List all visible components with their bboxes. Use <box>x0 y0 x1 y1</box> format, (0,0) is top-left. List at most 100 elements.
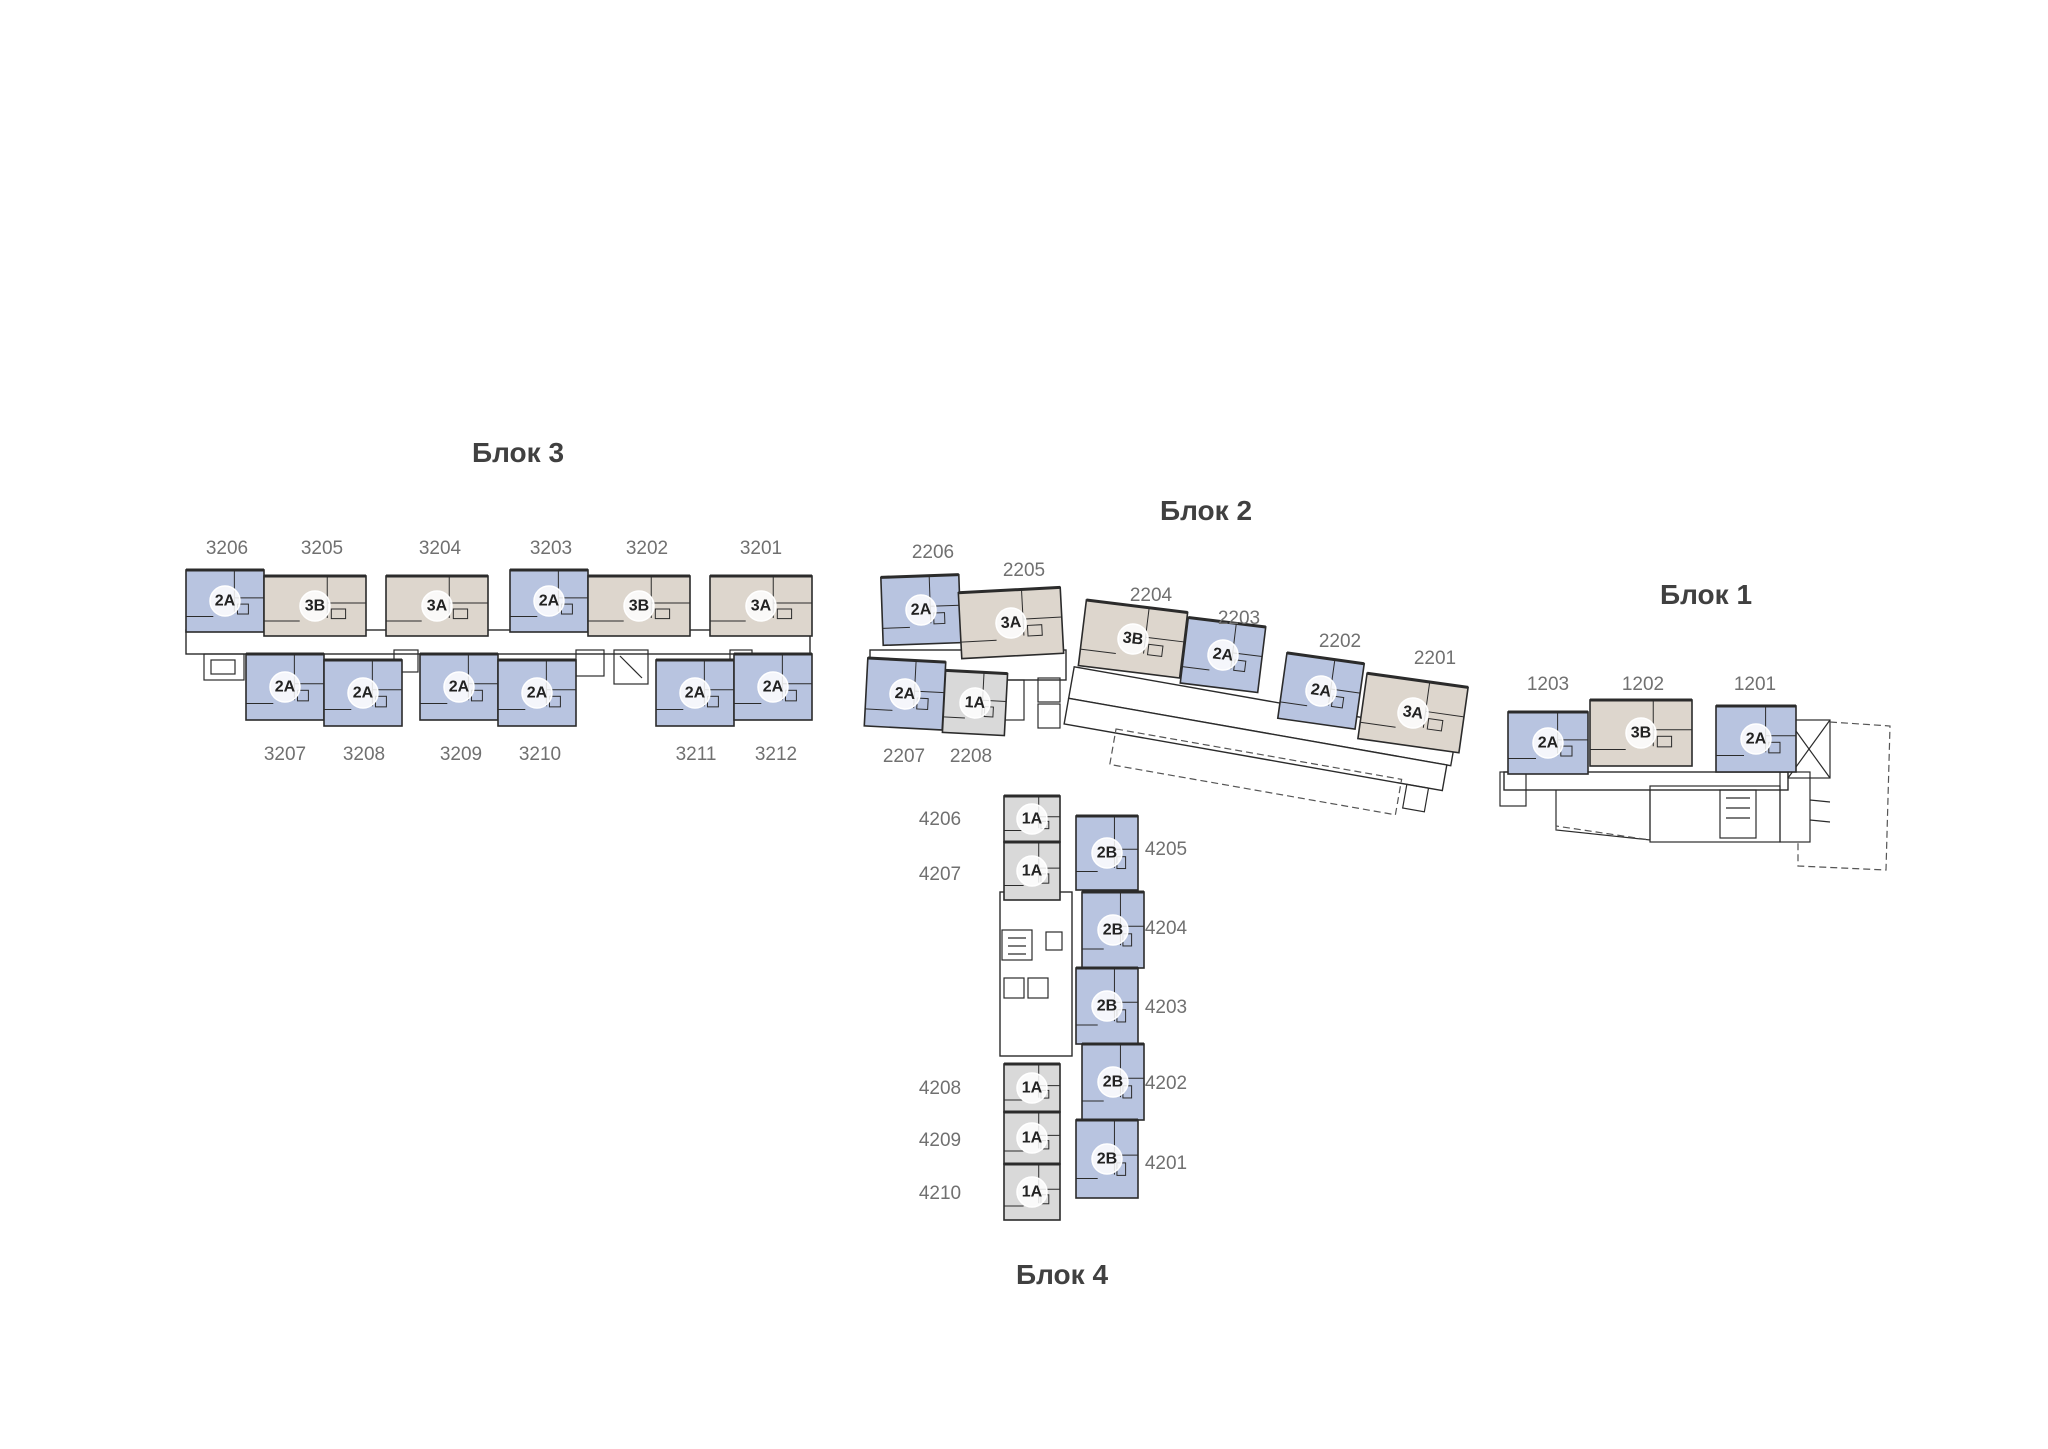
apartment-unit-3211[interactable]: 2A <box>655 658 735 727</box>
unit-type-badge <box>1397 697 1429 729</box>
apartment-number-2207: 2207 <box>883 746 925 767</box>
bathroom-fixture <box>654 608 671 620</box>
unit-wall <box>1366 671 1469 689</box>
apartment-unit-2206[interactable]: 2A <box>880 573 962 647</box>
apartment-number-4206: 4206 <box>919 809 961 830</box>
unit-type-badge <box>209 585 241 617</box>
apartment-unit-3205[interactable]: 3B <box>263 574 367 637</box>
block-4-title: Блок 4 <box>1016 1259 1108 1290</box>
apartment-number-3212: 3212 <box>755 744 797 765</box>
apartment-number-2206: 2206 <box>912 542 954 563</box>
apartment-unit-2202[interactable]: 2A <box>1276 651 1366 731</box>
apartment-unit-4209[interactable]: 1A <box>1003 1110 1061 1165</box>
apartment-unit-4204[interactable]: 2B <box>1081 890 1145 969</box>
apartment-number-4209: 4209 <box>919 1130 961 1151</box>
apartment-unit-3203[interactable]: 2A <box>509 568 589 633</box>
unit-wall <box>867 656 946 664</box>
apartment-number-3209: 3209 <box>440 744 482 765</box>
apartment-unit-4202[interactable]: 2B <box>1081 1042 1145 1121</box>
apartment-unit-3206[interactable]: 2A <box>185 568 265 633</box>
apartment-unit-3202[interactable]: 3B <box>587 574 691 637</box>
apartment-number-3208: 3208 <box>343 744 385 765</box>
unit-type-label: 2B <box>1097 998 1117 1015</box>
unit-type-label: 2A <box>215 593 236 610</box>
apartment-unit-1202[interactable]: 3B <box>1589 698 1693 767</box>
apartment-unit-4207[interactable]: 1A <box>1003 840 1061 901</box>
unit-type-badge <box>679 677 711 709</box>
bathroom-fixture <box>1146 643 1164 658</box>
unit-type-label: 2B <box>1097 845 1117 862</box>
apartment-unit-3207[interactable]: 2A <box>245 652 325 721</box>
unit-type-label: 1A <box>1022 811 1043 828</box>
unit-type-badge <box>1305 675 1337 707</box>
unit-type-badge <box>1625 717 1657 749</box>
apartment-unit-2207[interactable]: 2A <box>863 656 947 731</box>
unit-type-badge <box>1091 837 1123 869</box>
apartment-number-2204: 2204 <box>1130 585 1173 606</box>
apartment-unit-1203[interactable]: 2A <box>1507 710 1589 775</box>
apartment-unit-4203[interactable]: 2B <box>1075 966 1139 1045</box>
unit-type-label: 3B <box>629 598 649 615</box>
apartment-unit-4208[interactable]: 1A <box>1003 1062 1061 1113</box>
unit-type-label: 2B <box>1097 1151 1117 1168</box>
unit-type-badge <box>443 671 475 703</box>
apartment-number-1203: 1203 <box>1527 674 1569 695</box>
block-1-structure <box>1499 719 1891 871</box>
apartment-number-2203: 2203 <box>1218 608 1260 629</box>
unit-type-label: 2A <box>894 685 916 703</box>
apartment-unit-3212[interactable]: 2A <box>733 652 813 721</box>
unit-type-label: 2A <box>1746 731 1767 748</box>
apartment-unit-2205[interactable]: 3A <box>957 585 1065 660</box>
block-2-title: Блок 2 <box>1160 495 1252 526</box>
unit-type-label: 2B <box>1103 1074 1123 1091</box>
apartment-unit-4210[interactable]: 1A <box>1003 1162 1061 1221</box>
apartment-number-1201: 1201 <box>1734 674 1776 695</box>
unit-type-label: 3A <box>1000 614 1022 632</box>
unit-type-badge <box>1016 1072 1048 1104</box>
unit-partition <box>865 708 893 711</box>
unit-type-badge <box>1091 1143 1123 1175</box>
unit-type-badge <box>1016 855 1048 887</box>
unit-wall <box>1086 598 1188 614</box>
unit-type-badge <box>269 671 301 703</box>
apartment-number-4202: 4202 <box>1145 1073 1187 1094</box>
unit-type-badge <box>1016 803 1048 835</box>
unit-type-label: 3B <box>1631 725 1651 742</box>
apartment-number-3210: 3210 <box>519 744 561 765</box>
unit-wall <box>945 668 1008 676</box>
unit-type-label: 2A <box>685 685 706 702</box>
apartment-number-3211: 3211 <box>676 744 717 765</box>
apartment-unit-3209[interactable]: 2A <box>419 652 499 721</box>
bathroom-fixture <box>1426 717 1444 732</box>
apartment-unit-3201[interactable]: 3A <box>709 574 813 637</box>
unit-type-label: 1A <box>964 694 986 712</box>
apartment-number-3202: 3202 <box>626 538 668 559</box>
apartment-number-4204: 4204 <box>1145 918 1188 939</box>
apartment-unit-3204[interactable]: 3A <box>385 574 489 637</box>
unit-type-badge <box>1097 914 1129 946</box>
apartment-unit-4205[interactable]: 2B <box>1075 814 1139 891</box>
bathroom-fixture <box>1656 735 1673 748</box>
apartment-number-4207: 4207 <box>919 864 961 885</box>
apartment-number-2205: 2205 <box>1003 560 1045 581</box>
unit-type-badge <box>1740 723 1772 755</box>
apartment-unit-3210[interactable]: 2A <box>497 658 577 727</box>
unit-partition <box>1182 666 1210 671</box>
apartment-unit-4206[interactable]: 1A <box>1003 794 1061 843</box>
unit-type-badge <box>757 671 789 703</box>
apartment-unit-1201[interactable]: 2A <box>1715 704 1797 773</box>
apartment-number-3203: 3203 <box>530 538 572 559</box>
apartment-unit-2208[interactable]: 1A <box>941 668 1009 737</box>
apartment-unit-2204[interactable]: 3B <box>1077 598 1189 679</box>
apartment-unit-2203[interactable]: 2A <box>1179 616 1267 694</box>
apartment-number-4208: 4208 <box>919 1078 961 1099</box>
apartment-number-4205: 4205 <box>1145 839 1187 860</box>
bathroom-fixture <box>1026 624 1043 637</box>
apartment-unit-4201[interactable]: 2B <box>1075 1118 1139 1199</box>
unit-type-label: 2A <box>763 679 784 696</box>
apartment-unit-2201[interactable]: 3A <box>1357 671 1469 754</box>
unit-type-badge <box>1207 639 1239 671</box>
unit-partition <box>882 626 910 629</box>
apartment-unit-3208[interactable]: 2A <box>323 658 403 727</box>
